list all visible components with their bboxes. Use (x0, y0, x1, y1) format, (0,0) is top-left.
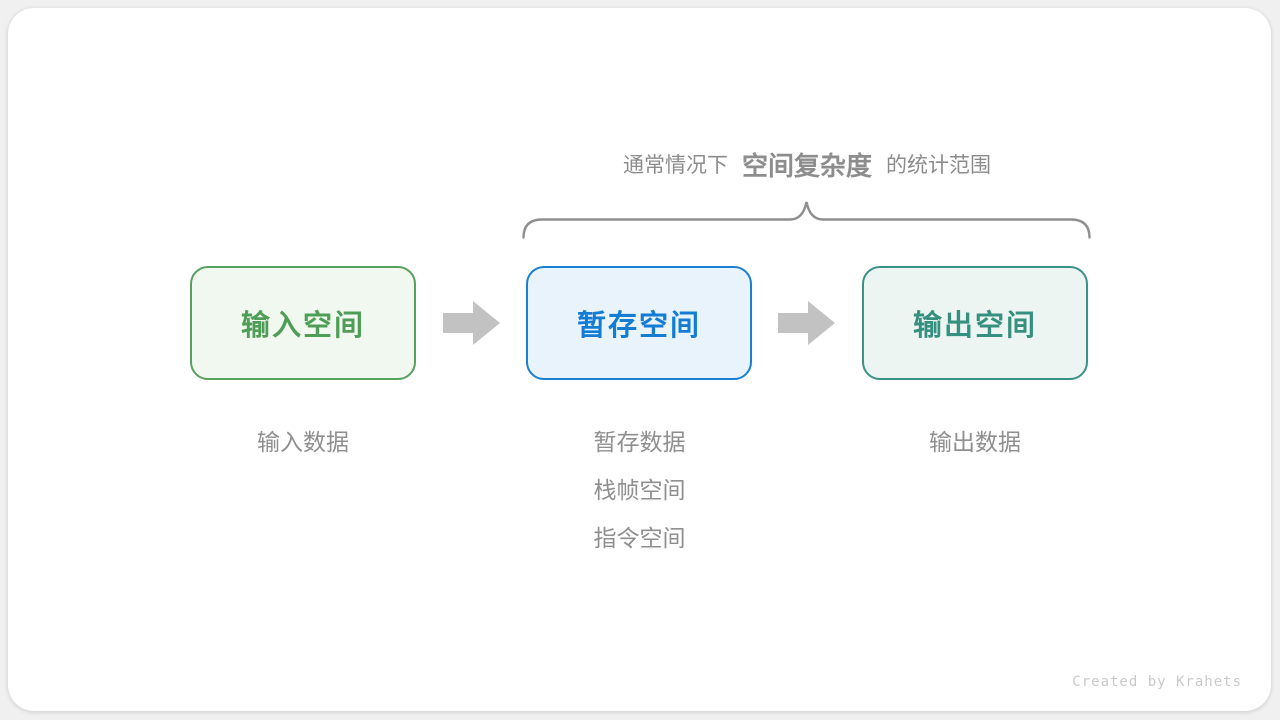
sublabel-input-data: 输入数据 (257, 429, 349, 455)
output-space-label: 输出空间 (912, 310, 1037, 342)
temp-sublabels: 暂存数据 栈帧空间 指令空间 (526, 418, 753, 562)
output-space-box: 输出空间 (862, 266, 1088, 380)
caption-suffix: 的统计范围 (886, 154, 991, 177)
sublabel-output-data: 输出数据 (929, 429, 1021, 455)
input-sublabels: 输入数据 (190, 418, 416, 466)
sublabel-instruction-space: 指令空间 (593, 525, 686, 551)
caption: 通常情况下 空间复杂度 的统计范围 (522, 140, 1092, 188)
caption-prefix: 通常情况下 (622, 154, 728, 177)
output-sublabels: 输出数据 (862, 418, 1088, 466)
arrow-right-icon (778, 301, 835, 345)
caption-highlight: 空间复杂度 (741, 150, 872, 181)
sublabel-temp-data: 暂存数据 (593, 429, 686, 455)
temp-space-box: 暂存空间 (526, 266, 752, 380)
input-space-box: 输入空间 (190, 266, 416, 380)
input-space-label: 输入空间 (240, 310, 365, 342)
sublabel-stack-frame-space: 栈帧空间 (593, 477, 686, 503)
watermark: Created by Krahets (1072, 674, 1242, 690)
arrow-right-icon (443, 301, 500, 345)
overbrace-icon (522, 200, 1091, 239)
temp-space-label: 暂存空间 (576, 310, 701, 342)
